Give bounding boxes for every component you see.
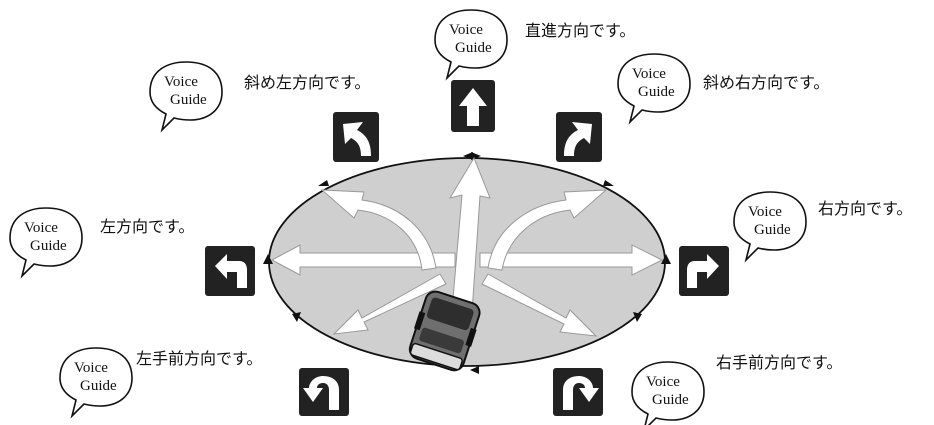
diagonal-right-arrow-icon (556, 112, 602, 162)
voice-guide-bubble-back-right: Voice Guide (631, 361, 705, 425)
voice-guide-line1: Voice (164, 74, 198, 90)
voice-guide-line2: Guide (30, 238, 67, 254)
ellipse-rim-markers (263, 152, 671, 374)
voice-guide-bubble-right: Voice Guide (733, 191, 807, 261)
voice-guide-line1: Voice (632, 66, 666, 82)
back-left-uturn-arrow-icon (299, 368, 349, 416)
voice-guide-line1: Voice (646, 374, 680, 390)
voice-guide-line2: Guide (754, 222, 791, 238)
message-left: 左方向です。 (100, 217, 194, 236)
voice-guide-line2: Guide (80, 378, 117, 394)
voice-guide-bubble-diagonal-left: Voice Guide (149, 61, 223, 131)
voice-guide-line1: Voice (24, 220, 58, 236)
voice-guide-line2: Guide (638, 84, 675, 100)
straight-arrow-icon (451, 80, 495, 132)
voice-guide-bubble-back-left: Voice Guide (59, 347, 133, 417)
message-diagonal-right: 斜め右方向です。 (703, 73, 829, 92)
right-turn-arrow-icon (679, 246, 729, 296)
voice-guide-bubble-left: Voice Guide (9, 207, 83, 277)
message-diagonal-left: 斜め左方向です。 (244, 73, 370, 92)
voice-guide-line2: Guide (455, 40, 492, 56)
direction-arrows (270, 156, 664, 337)
message-straight: 直進方向です。 (525, 21, 635, 40)
voice-guide-bubble-diagonal-right: Voice Guide (617, 53, 691, 123)
diagonal-left-arrow-icon (333, 112, 379, 162)
message-back-right: 右手前方向です。 (716, 353, 842, 372)
message-back-left: 左手前方向です。 (136, 349, 262, 368)
voice-guide-line1: Voice (748, 204, 782, 220)
message-right: 右方向です。 (818, 199, 912, 218)
voice-guide-line2: Guide (652, 392, 689, 408)
car-icon (408, 290, 481, 372)
back-right-uturn-arrow-icon (553, 368, 603, 416)
voice-guide-line2: Guide (170, 92, 207, 108)
voice-guide-bubble-straight: Voice Guide (434, 9, 508, 79)
voice-guide-line1: Voice (74, 360, 108, 376)
voice-guide-line1: Voice (449, 22, 483, 38)
left-turn-arrow-icon (205, 246, 255, 296)
